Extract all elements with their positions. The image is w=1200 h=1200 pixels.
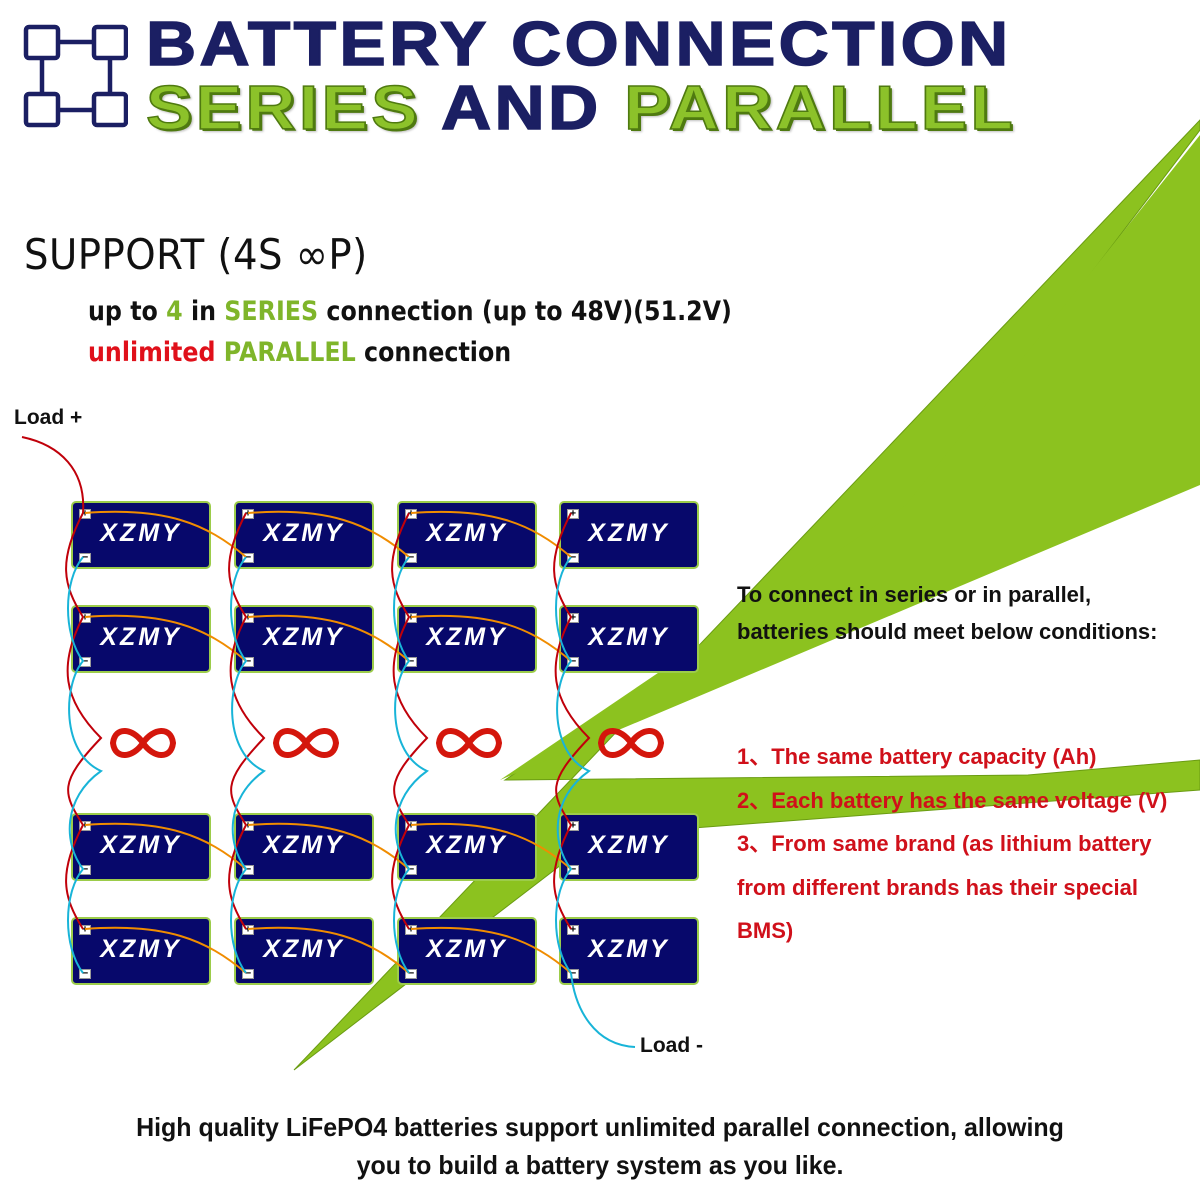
- battery-brand-logo: XZMY: [588, 831, 670, 859]
- battery-brand-logo: XZMY: [263, 623, 345, 651]
- battery-unit: + −XZMY: [234, 501, 374, 569]
- infinity-icon: [591, 718, 671, 768]
- positive-terminal: +: [405, 925, 417, 935]
- positive-terminal: +: [567, 821, 579, 831]
- battery-unit: + −XZMY: [559, 917, 699, 985]
- negative-terminal: −: [567, 553, 579, 563]
- condition-item-2: 2、Each battery has the same voltage (V): [737, 787, 1168, 813]
- title-parallel: PARALLEL: [623, 74, 1017, 143]
- negative-terminal: −: [242, 657, 254, 667]
- negative-terminal: −: [79, 553, 91, 563]
- negative-terminal: −: [242, 553, 254, 563]
- network-squares-icon: [23, 24, 128, 128]
- battery-brand-logo: XZMY: [426, 831, 508, 859]
- battery-unit: + −XZMY: [397, 605, 537, 673]
- series-suffix: connection (up to 48V)(51.2V): [318, 296, 732, 327]
- negative-terminal: −: [567, 865, 579, 875]
- battery-brand-logo: XZMY: [100, 935, 182, 963]
- battery-brand-logo: XZMY: [426, 623, 508, 651]
- battery-brand-logo: XZMY: [426, 935, 508, 963]
- series-prefix: up to: [88, 296, 167, 327]
- positive-terminal: +: [405, 509, 417, 519]
- negative-terminal: −: [567, 657, 579, 667]
- battery-unit: + −XZMY: [71, 605, 211, 673]
- infinity-icon: [103, 718, 183, 768]
- battery-unit: + −XZMY: [71, 813, 211, 881]
- title-series: SERIES: [145, 74, 421, 143]
- battery-unit: + −XZMY: [234, 605, 374, 673]
- battery-brand-logo: XZMY: [588, 935, 670, 963]
- positive-terminal: +: [242, 613, 254, 623]
- conditions-list: 1、The same battery capacity (Ah) 2、Each …: [737, 735, 1187, 953]
- battery-unit: + −XZMY: [234, 813, 374, 881]
- negative-terminal: −: [405, 865, 417, 875]
- series-support-line: up to 4 in SERIES connection (up to 48V)…: [88, 296, 732, 327]
- title-line-1: BATTERY CONNECTION: [145, 10, 1012, 79]
- negative-terminal: −: [567, 969, 579, 979]
- conditions-heading: To connect in series or in parallel, bat…: [737, 582, 1158, 644]
- negative-terminal: −: [405, 553, 417, 563]
- positive-terminal: +: [79, 509, 91, 519]
- positive-terminal: +: [567, 925, 579, 935]
- title-line-2: SERIES AND PARALLEL: [145, 74, 1017, 143]
- positive-terminal: +: [79, 925, 91, 935]
- load-positive-label: Load +: [14, 406, 83, 429]
- support-heading: SUPPORT (4S ∞P): [24, 230, 368, 279]
- series-count: 4: [166, 296, 183, 327]
- parallel-support-line: unlimited PARALLEL connection: [88, 337, 511, 368]
- battery-brand-logo: XZMY: [426, 519, 508, 547]
- battery-unit: + −XZMY: [397, 813, 537, 881]
- infinity-icon: [429, 718, 509, 768]
- positive-terminal: +: [567, 613, 579, 623]
- condition-item-1: 1、The same battery capacity (Ah): [737, 744, 1097, 769]
- footer-text: High quality LiFePO4 batteries support u…: [62, 1108, 1137, 1184]
- series-keyword: SERIES: [224, 296, 319, 327]
- positive-terminal: +: [405, 613, 417, 623]
- battery-unit: + −XZMY: [71, 917, 211, 985]
- battery-brand-logo: XZMY: [263, 519, 345, 547]
- positive-terminal: +: [242, 509, 254, 519]
- battery-brand-logo: XZMY: [588, 519, 670, 547]
- negative-terminal: −: [79, 865, 91, 875]
- negative-terminal: −: [242, 969, 254, 979]
- battery-brand-logo: XZMY: [263, 935, 345, 963]
- negative-terminal: −: [405, 969, 417, 979]
- parallel-suffix: connection: [355, 337, 512, 368]
- battery-unit: + −XZMY: [559, 501, 699, 569]
- battery-unit: + −XZMY: [559, 605, 699, 673]
- battery-unit: + −XZMY: [397, 917, 537, 985]
- condition-item-3: 3、From same brand (as lithium battery fr…: [737, 831, 1152, 943]
- series-mid: in: [182, 296, 225, 327]
- footer-line-2: you to build a battery system as you lik…: [356, 1150, 844, 1180]
- battery-brand-logo: XZMY: [588, 623, 670, 651]
- battery-brand-logo: XZMY: [100, 623, 182, 651]
- footer-line-1: High quality LiFePO4 batteries support u…: [136, 1112, 1064, 1142]
- battery-unit: + −XZMY: [559, 813, 699, 881]
- positive-terminal: +: [79, 613, 91, 623]
- battery-unit: + −XZMY: [397, 501, 537, 569]
- negative-terminal: −: [79, 657, 91, 667]
- title-and: AND: [420, 74, 625, 143]
- battery-unit: + −XZMY: [71, 501, 211, 569]
- negative-terminal: −: [79, 969, 91, 979]
- load-negative-label: Load -: [640, 1034, 703, 1057]
- infinity-icon: [266, 718, 346, 768]
- negative-terminal: −: [242, 865, 254, 875]
- positive-terminal: +: [79, 821, 91, 831]
- positive-terminal: +: [242, 821, 254, 831]
- positive-terminal: +: [405, 821, 417, 831]
- positive-terminal: +: [242, 925, 254, 935]
- parallel-prefix: unlimited: [88, 337, 216, 368]
- negative-terminal: −: [405, 657, 417, 667]
- battery-brand-logo: XZMY: [100, 831, 182, 859]
- battery-unit: + −XZMY: [234, 917, 374, 985]
- positive-terminal: +: [567, 509, 579, 519]
- battery-brand-logo: XZMY: [100, 519, 182, 547]
- parallel-keyword: PARALLEL: [215, 337, 356, 368]
- battery-brand-logo: XZMY: [263, 831, 345, 859]
